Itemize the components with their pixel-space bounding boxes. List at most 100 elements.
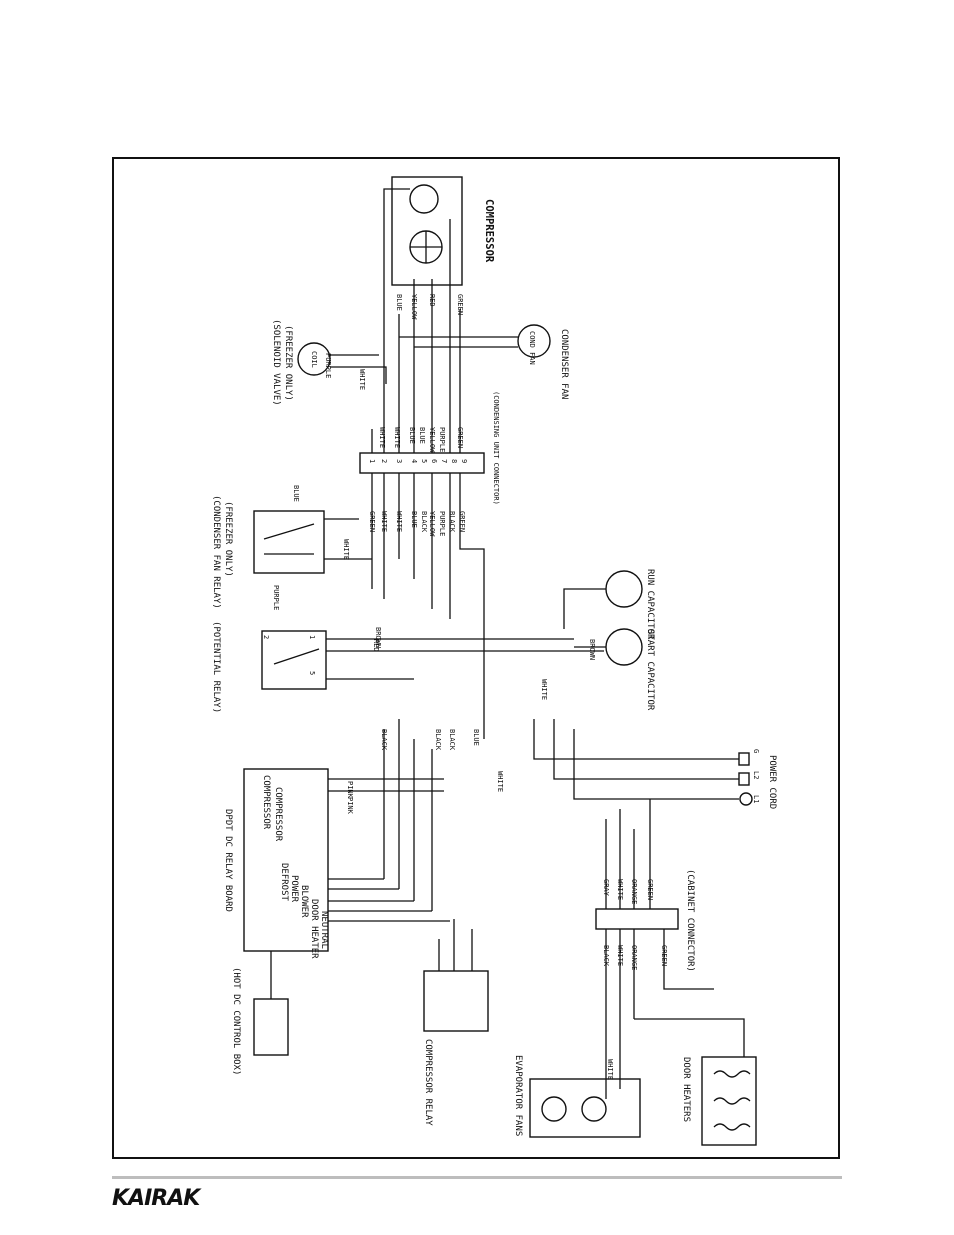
compressor-overload [409,184,439,214]
pin-number: 2 [380,459,388,463]
wire-label: GREEN [646,879,654,900]
wire-label: BROWN [588,639,596,660]
wire-label: PURPLE [438,511,446,536]
wire-label: BLUE [408,427,416,444]
solenoid-coil-label: COIL [310,351,318,368]
wire-label: PINK [346,797,354,815]
wire-label: WHITE [540,679,548,700]
wire-label: WHITE [395,511,403,532]
pin-number: 9 [460,459,468,463]
power-cord-label: POWER CORD [767,755,777,809]
solenoid-coil-symbol [297,342,331,376]
condensing-unit-connector-label: (CONDENSING UNIT CONNECTOR) [492,391,500,505]
potential-relay-label: (POTENTIAL RELAY) [211,621,221,713]
wire-label: BLUE [472,729,480,746]
condenser-fan-relay-box [253,510,325,574]
terminal-defrost: DEFROST [279,863,289,902]
potential-relay-box [261,630,327,690]
wire-label: WHITE [342,539,350,560]
start-capacitor-label: START CAPACITOR [645,629,655,711]
terminal-power: POWER [289,875,299,903]
cabinet-connector-block [595,908,679,930]
condenser-fan-motor [517,324,551,358]
pin-number: 1 [368,459,376,463]
pin-number: 4 [410,459,418,463]
evaporator-fans-label: EVAPORATOR FANS [513,1055,523,1136]
wire-label: RED [372,639,380,652]
condenser-fan-relay-note: (FREEZER ONLY) [223,501,233,577]
wire-label: ORANGE [630,945,638,970]
condenser-fan-relay-label: (CONDENSER FAN RELAY) [211,495,221,609]
cond-fan-motor-label: COND FAN [528,331,536,365]
kairak-logo: KAIRAK [112,1186,200,1211]
wire-label: BLUE [395,294,403,311]
wire-label: PINK [346,781,354,799]
relay-pin: 1 [308,635,316,639]
wire-label: WHITE [393,427,401,448]
wire-label: PURPLE [324,353,332,378]
wire-label: WHITE [380,511,388,532]
evaporator-fans-box [529,1078,641,1138]
wire-label: GREEN [368,511,376,532]
wire-label: BLACK [420,511,428,533]
wire-label: GRAY [602,879,610,897]
condensing-unit-connector-block [359,452,485,474]
compressor-relay-label: COMPRESSOR RELAY [423,1039,433,1126]
wire-label: GREEN [458,511,466,532]
wiring-diagram: COMPRESSOR (SOLENOID VALVE) (FREEZER ONL… [211,176,777,1146]
relay-pin: 5 [308,671,316,675]
wire-label: BLACK [448,511,456,533]
power-cord-terminal: L1 [752,795,760,803]
hot-control-box [253,998,289,1056]
condenser-fan-label: CONDENSER FAN [559,329,569,399]
wire-label: PURPLE [438,427,446,452]
terminal-blower: BLOWER [299,885,309,918]
wire-label: GREEN [456,294,464,315]
terminal-compressor-2: COMPRESSOR [273,787,283,842]
diagram-frame [112,157,840,1159]
compressor-box [391,176,463,286]
wire-label: BROWN [374,627,382,648]
pin-number: 8 [450,459,458,463]
pin-number: 6 [430,459,438,463]
wire-label: WHITE [378,427,386,448]
wire-label: RED [428,294,436,307]
wire-label: YELLOW [428,427,436,453]
wire-network [243,176,757,1146]
terminal-compressor-1: COMPRESSOR [261,775,271,830]
wire-label: WHITE [616,945,624,966]
wire-label: BLUE [418,427,426,444]
pin-number: 3 [395,459,403,463]
start-capacitor-symbol [605,628,643,666]
pin-number: 5 [420,459,428,463]
run-capacitor-label: RUN CAPACITOR [645,569,655,640]
solenoid-valve-label: (SOLENOID VALVE) [271,319,281,406]
wire-label: GREEN [660,945,668,966]
wire-label: BLACK [602,945,610,967]
power-cord-terminal: L2 [752,771,760,779]
footer-rule [112,1176,842,1179]
wire-label: WHITE [616,879,624,900]
wire-label: YELLOW [428,511,436,537]
terminal-door-heater: DOOR HEATER [309,899,319,959]
hot-control-box-label: (HOT DC CONTROL BOX) [231,967,241,1075]
pin-number: 7 [440,459,448,463]
wire-label: BLACK [448,729,456,751]
wire-label: PURPLE [272,585,280,610]
compressor-relay-box [423,970,489,1032]
relay-board-box [243,768,329,952]
relay-board-label: DPDT DC RELAY BOARD [223,809,233,912]
wire-label: YELLOW [410,294,418,320]
wire-label: BLUE [410,511,418,528]
wire-label: BLUE [292,485,300,502]
wire-label: ORANGE [630,879,638,904]
wire-label: WHITE [606,1059,614,1080]
door-heaters-box [701,1056,757,1146]
cabinet-connector-label: (CABINET CONNECTOR) [685,869,695,972]
solenoid-valve-note: (FREEZER ONLY) [283,325,293,401]
relay-pin: 2 [262,635,270,639]
wire-label: WHITE [358,369,366,390]
power-cord-terminal: G [752,749,760,753]
run-capacitor-symbol [605,570,643,608]
door-heaters-label: DOOR HEATERS [681,1057,691,1122]
